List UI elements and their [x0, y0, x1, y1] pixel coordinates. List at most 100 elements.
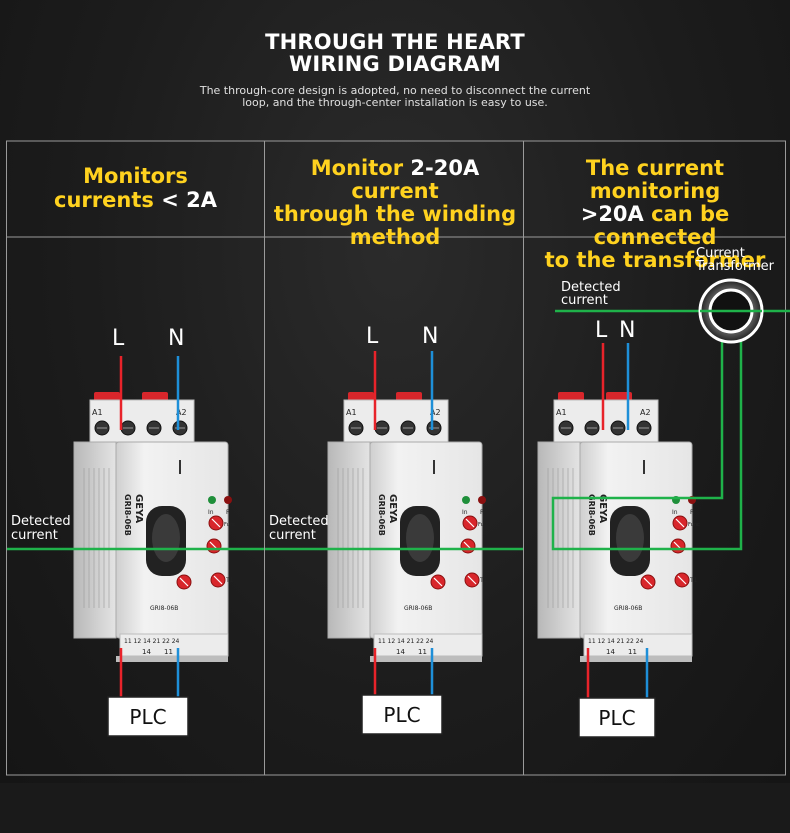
- device-side-panel: [73, 441, 117, 639]
- plc-label: PLC: [598, 706, 635, 730]
- r-led-label: R: [226, 509, 230, 516]
- t1-knob-label: T1: [689, 577, 698, 584]
- knob-slot: [433, 577, 443, 587]
- column-2-heading-line3: method: [349, 225, 441, 249]
- page-title-line1: THROUGH THE HEART: [265, 30, 525, 54]
- model-text-vertical: GRI8-06B: [123, 494, 132, 536]
- r-led-label: R: [480, 509, 484, 516]
- in-led: [208, 496, 216, 504]
- terminal-label-14: 14: [606, 648, 615, 656]
- knob-slot: [467, 575, 477, 585]
- page-subtitle-line2: loop, and the through-center installatio…: [242, 96, 548, 109]
- top-terminal-block: [553, 399, 659, 443]
- device-side-panel: [327, 441, 371, 639]
- terminal-label-14: 14: [396, 648, 405, 656]
- plc-box: [361, 694, 443, 735]
- t1-knob-label: T1: [225, 577, 234, 584]
- detected-label-line1: Detected: [561, 280, 621, 295]
- dial-window-inner: [616, 514, 644, 562]
- brand-logo-text: GEYA: [387, 494, 398, 523]
- column-3-heading: The current monitoring >20A can be conne…: [522, 157, 788, 272]
- knob-slot: [677, 575, 687, 585]
- detected-label-line1: Detected: [11, 514, 71, 529]
- in-led-label: In: [462, 509, 468, 516]
- r-led: [478, 496, 486, 504]
- bottom-terminal-numbers: 11 12 14 21 22 24: [378, 638, 434, 645]
- terminal-label-11: 11: [164, 648, 173, 656]
- terminal-label-a1: A1: [556, 408, 567, 417]
- knob-slot: [213, 575, 223, 585]
- knob-slot: [179, 577, 189, 587]
- column-2-heading: Monitor 2-20A current through the windin…: [266, 157, 524, 249]
- model-text-small: GRI8-06B: [614, 605, 642, 612]
- r-led-label: R: [690, 509, 694, 516]
- detected-label-line1: Detected: [269, 514, 329, 529]
- model-text-small: GRI8-06B: [150, 605, 178, 612]
- column-3-heading-line2: >20A can be connected: [580, 202, 730, 249]
- plc-box: [578, 697, 656, 738]
- column-2-heading-line1: Monitor 2-20A current: [310, 156, 480, 203]
- device-side-panel: [537, 441, 581, 639]
- dial-window-inner: [406, 514, 434, 562]
- wire-label-l: L: [595, 318, 608, 343]
- din-rail-clip: [370, 656, 482, 662]
- in-led-label: In: [208, 509, 214, 516]
- knob-slot: [675, 518, 685, 528]
- func-knob-label: Func: [688, 522, 700, 528]
- column-2-wiring: L N Detected current PLC: [265, 324, 523, 735]
- knob-slot: [211, 518, 221, 528]
- din-rail-clip: [116, 656, 228, 662]
- terminal-label-14: 14: [142, 648, 151, 656]
- column-1-heading-line2: currents < 2A: [54, 188, 217, 212]
- ct-label-line1: Current: [696, 246, 745, 261]
- detected-label-line2: current: [11, 528, 58, 543]
- plc-label: PLC: [129, 705, 166, 729]
- column-3-wiring: L N Detected current Current Transformer…: [551, 246, 790, 738]
- wire-label-n: N: [422, 324, 438, 349]
- wire-label-l: L: [366, 324, 379, 349]
- din-rail-clip: [580, 656, 692, 662]
- knob-slot: [465, 518, 475, 528]
- column-1-heading: Monitors currents < 2A: [8, 164, 263, 212]
- brand-logo-text: GEYA: [597, 494, 608, 523]
- in-led: [462, 496, 470, 504]
- plc-label: PLC: [383, 703, 420, 727]
- knob-slot: [643, 577, 653, 587]
- page-title-line2: WIRING DIAGRAM: [289, 52, 501, 76]
- wire-label-l: L: [112, 326, 125, 351]
- terminal-label-a2: A2: [430, 408, 441, 417]
- func-knob-label: Func: [478, 522, 490, 528]
- dial-window-inner: [152, 514, 180, 562]
- column-1-wiring: L N Detected current PLC: [7, 326, 264, 737]
- column-2-heading-line2: through the winding: [273, 202, 517, 226]
- model-text-vertical: GRI8-06B: [587, 494, 596, 536]
- column-3-heading-line3: to the transformer: [544, 248, 766, 272]
- page-subtitle-line1: The through-core design is adopted, no n…: [199, 84, 591, 97]
- column-1-heading-line1: Monitors: [83, 164, 188, 188]
- in-led-label: In: [672, 509, 678, 516]
- ct-label-line2: Transformer: [695, 259, 775, 274]
- model-text-vertical: GRI8-06B: [377, 494, 386, 536]
- footer-band: [0, 783, 790, 833]
- model-text-small: GRI8-06B: [404, 605, 432, 612]
- brand-logo-text: GEYA: [133, 494, 144, 523]
- wire-label-n: N: [168, 326, 184, 351]
- terminal-label-a1: A1: [346, 408, 357, 417]
- terminal-label-a1: A1: [92, 408, 103, 417]
- terminal-label-a2: A2: [640, 408, 651, 417]
- terminal-label-11: 11: [628, 648, 637, 656]
- wire-label-n: N: [619, 318, 635, 343]
- terminal-label-11: 11: [418, 648, 427, 656]
- plc-box: [107, 696, 189, 737]
- func-knob-label: Func: [224, 522, 236, 528]
- detected-label-line2: current: [561, 293, 608, 308]
- bottom-terminal-numbers: 11 12 14 21 22 24: [588, 638, 644, 645]
- t1-knob-label: T1: [479, 577, 488, 584]
- top-terminal-block: [89, 399, 195, 443]
- column-3-heading-line1: The current monitoring: [585, 156, 725, 203]
- bottom-terminal-numbers: 11 12 14 21 22 24: [124, 638, 180, 645]
